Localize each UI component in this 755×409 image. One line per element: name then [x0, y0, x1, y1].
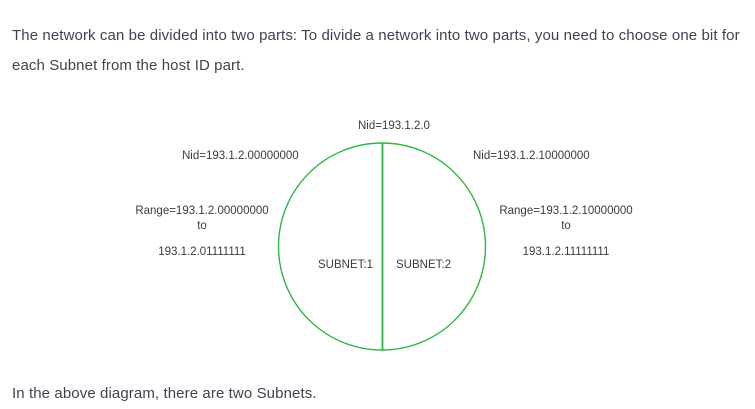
subnet-2-network-id-label: Nid=193.1.2.10000000 [473, 150, 590, 162]
circle-diagram-graphic [277, 142, 487, 351]
intro-paragraph: The network can be divided into two part… [12, 27, 740, 74]
subnet-1-range-block: Range=193.1.2.00000000 to 193.1.2.011111… [127, 204, 277, 260]
subnet-1-range-end: 193.1.2.01111111 [158, 246, 246, 258]
subnet-2-range-start: Range=193.1.2.10000000 [499, 205, 633, 217]
subnet-2-range-end: 193.1.2.11111111 [522, 246, 610, 258]
conclusion-paragraph: In the above diagram, there are two Subn… [12, 385, 317, 402]
subnet-1-range-connector: to [197, 220, 207, 232]
subnet-1-caption: SUBNET:1 [318, 259, 373, 271]
subnet-2-range-block: Range=193.1.2.10000000 to 193.1.2.111111… [490, 204, 642, 260]
subnet-2-caption: SUBNET:2 [396, 259, 451, 271]
subnet-1-network-id-label: Nid=193.1.2.00000000 [182, 150, 299, 162]
subnet-division-diagram: Nid=193.1.2.0 Nid=193.1.2.00000000 Nid=1… [0, 100, 755, 365]
subnet-2-range-connector: to [561, 220, 571, 232]
network-id-top-label: Nid=193.1.2.0 [358, 120, 430, 132]
subnet-1-range-start: Range=193.1.2.00000000 [135, 205, 269, 217]
